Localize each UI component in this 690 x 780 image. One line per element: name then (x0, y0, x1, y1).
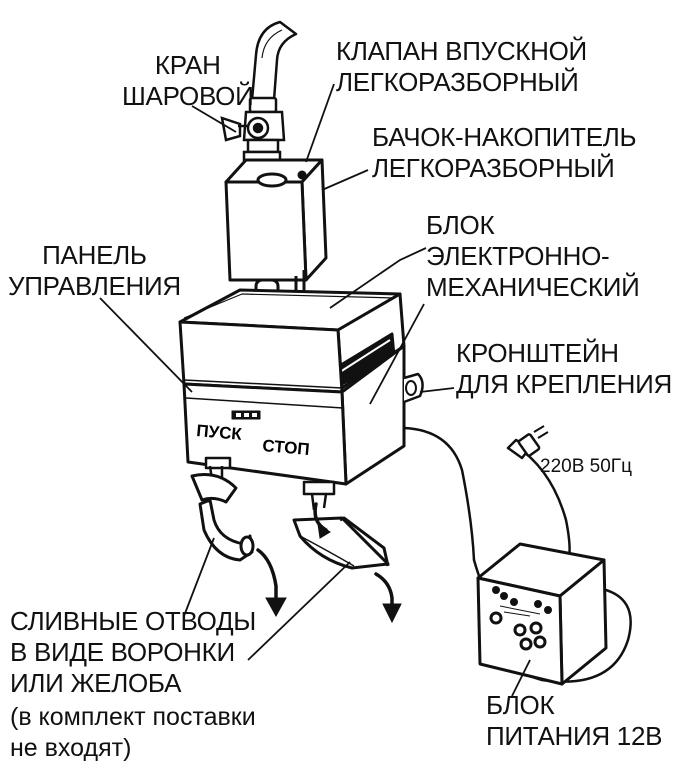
funnel-icon (190, 473, 255, 562)
leader-lines (99, 83, 531, 697)
gutter-icon (292, 516, 390, 570)
electronic-block-icon (178, 288, 424, 511)
tank-icon (224, 158, 328, 310)
plug-icon (506, 425, 549, 460)
inlet-pipe-icon (250, 20, 298, 102)
start-button[interactable]: ПУСК (196, 421, 244, 444)
stop-button[interactable]: СТОП (262, 436, 311, 459)
mains-label: 220В 50Гц (540, 456, 632, 477)
flow-arrow-icon (256, 502, 402, 624)
power-supply-icon (476, 542, 608, 686)
